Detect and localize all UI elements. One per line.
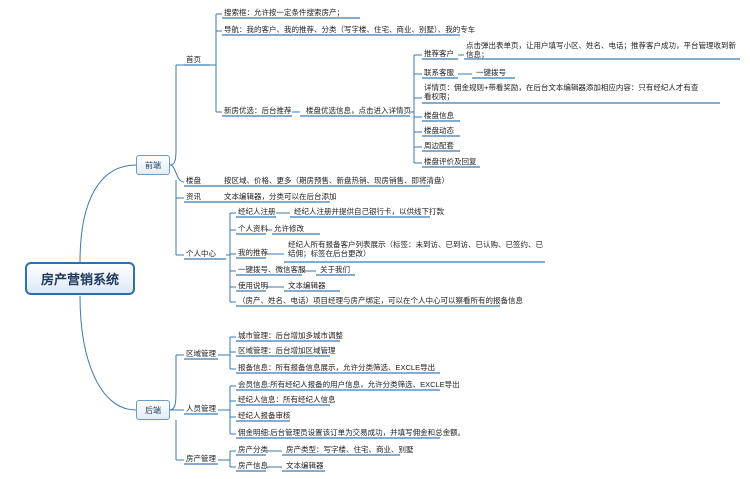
node-personal: 个人中心 xyxy=(186,249,216,258)
node-member: 会员信息:所有经纪人报备的用户信息，允许分类筛选、EXCLE导出 xyxy=(238,380,460,389)
node-manual: 使用说明 xyxy=(238,281,268,290)
node-home: 首页 xyxy=(186,55,201,64)
node-city: 城市管理：后台增加多城市调整 xyxy=(238,331,343,340)
node-one-click-call: 一键拨号 xyxy=(476,68,506,77)
node-agent-audit: 经纪人报备审核 xyxy=(238,411,291,420)
node-news-desc: 文本编辑器，分类可以在后台添加 xyxy=(224,192,337,201)
node-property-info: 房产信息 xyxy=(238,461,268,470)
link-personal-spine xyxy=(226,213,231,302)
node-nearby: 周边配套 xyxy=(424,141,454,150)
node-binding: （房产、姓名、电话）项目经理与房产绑定，可以在个人中心可以察看所有的报备信息 xyxy=(238,296,523,305)
branch-back: 后端 xyxy=(136,400,170,420)
node-my-recommend-desc: 经纪人所有报备客户列表展示（标签：未到访、已到访、已认购、已签约、已结佣；标签在… xyxy=(288,240,543,258)
node-listing-info: 楼盘优选信息，点击进入详情页 xyxy=(306,106,411,115)
node-new-house: 新房优选：后台推荐 xyxy=(224,106,292,115)
link-root-front xyxy=(79,164,137,263)
link-property-spine xyxy=(218,451,231,467)
link-home-spine xyxy=(210,14,217,112)
node-people: 人员管理 xyxy=(186,404,216,413)
node-property-info-desc: 文本编辑器 xyxy=(286,461,324,470)
node-about-us: 关于我们 xyxy=(320,265,350,274)
link-root-back xyxy=(79,295,137,411)
node-report: 报备信息：所有报备信息展示，允许分类筛选、EXCLE导出 xyxy=(238,363,436,372)
node-listing-detail: 楼盘信息 xyxy=(424,111,454,120)
link-back-spine xyxy=(169,355,177,460)
node-listings-desc: 按区域、价格、更多（期房预售、新盘热销、现房销售、即将清盘） xyxy=(224,176,449,185)
branch-front: 前端 xyxy=(136,155,170,175)
node-my-recommend: 我的推荐 xyxy=(238,248,268,257)
node-property-category-desc: 房产类型：写字楼、住宅、商业、别墅 xyxy=(286,445,414,454)
node-call-service: 一键拨号、微信客服 xyxy=(238,265,306,274)
node-property-category: 房产分类 xyxy=(238,445,268,454)
link-region-spine xyxy=(218,337,231,369)
node-property: 房产管理 xyxy=(186,454,216,463)
node-commission: 佣金明细:后台管理员设置该订单为交易成功，并填写佣金和总金额。 xyxy=(238,428,466,437)
node-profile: 个人资料 xyxy=(238,224,268,233)
node-detail-page: 详情页：佣金规则+带看奖励，在后台文本编辑器添加相应内容：只有经纪人才有查看权限… xyxy=(424,83,699,101)
node-listing-news: 楼盘动态 xyxy=(424,126,454,135)
node-region: 区域管理 xyxy=(186,349,216,358)
root-node: 房产营销系统 xyxy=(25,262,135,295)
link-front-spine xyxy=(169,65,177,255)
node-agent-register: 经纪人注册 xyxy=(238,207,276,216)
node-recommend-client-desc: 点击弹出表单页，让用户填写小区、姓名、电话；推荐客户成功，平台管理收到新信息； xyxy=(466,41,736,59)
node-nav: 导航：我的客户、我的推荐、分类（写字楼、住宅、商业、别墅）、我的专车 xyxy=(224,25,476,34)
node-listings: 楼盘 xyxy=(186,176,201,185)
node-agent-info: 经纪人信息：所有经纪人信息 xyxy=(238,395,336,404)
link-front-listings xyxy=(169,164,185,183)
node-search: 搜索框：允许按一定条件搜索房产； xyxy=(224,8,344,17)
link-listing-spine xyxy=(410,55,415,163)
node-area: 区域管理：后台增加区域管理 xyxy=(238,346,336,355)
node-recommend-client: 推荐客户 xyxy=(424,49,454,58)
node-manual-editor: 文本编辑器 xyxy=(288,281,326,290)
node-listing-review: 楼盘评价及回复 xyxy=(424,157,477,166)
node-contact-agent: 联系客服 xyxy=(424,68,454,77)
node-profile-desc: 允许修改 xyxy=(274,224,304,233)
node-agent-register-desc: 经纪人注册并提供自己银行卡，以供线下打款 xyxy=(294,207,444,216)
link-people-spine xyxy=(218,386,231,434)
node-news: 资讯 xyxy=(186,192,201,201)
